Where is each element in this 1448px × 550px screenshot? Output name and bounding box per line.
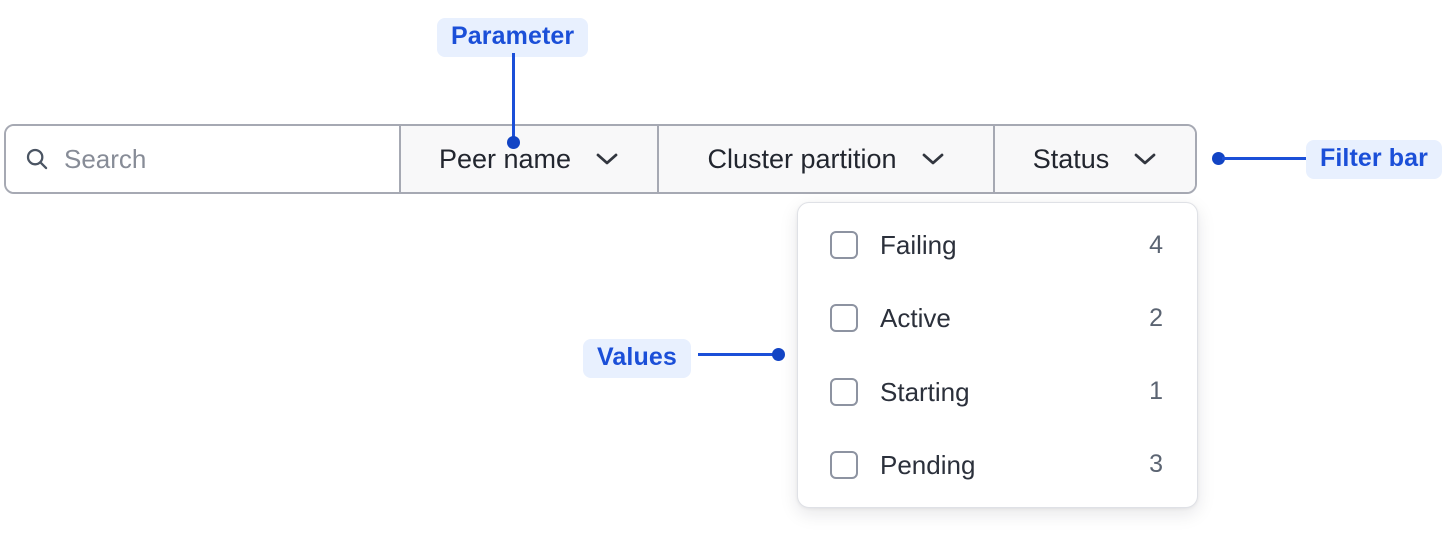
annotation-filter-bar-connector: [1222, 157, 1308, 160]
annotation-values-endpoint: [772, 348, 785, 361]
list-item-label: Pending: [880, 449, 976, 480]
annotation-parameter: Parameter: [437, 18, 589, 57]
list-item-count: 3: [1149, 450, 1163, 479]
search-input[interactable]: [64, 143, 364, 175]
checkbox-pending[interactable]: [830, 450, 858, 479]
list-item[interactable]: Pending 3: [830, 445, 1163, 485]
search-field[interactable]: [6, 126, 401, 192]
annotation-filter-bar: Filter bar: [1306, 140, 1442, 179]
dropdown-panel: Failing 4 Active 2 Starting 1 Pending 3: [797, 202, 1198, 508]
chevron-down-icon: [596, 153, 618, 165]
checkbox-failing[interactable]: [830, 231, 858, 259]
annotation-values-connector: [698, 353, 778, 356]
list-item-count: 2: [1149, 303, 1163, 332]
peer-name-dropdown-label: Peer name: [438, 143, 572, 174]
list-item[interactable]: Starting 1: [830, 372, 1163, 412]
checkbox-starting[interactable]: [830, 377, 858, 406]
list-item[interactable]: Failing 4: [830, 225, 1163, 265]
list-item-count: 4: [1149, 230, 1163, 259]
peer-name-dropdown[interactable]: Peer name: [401, 126, 659, 192]
list-item-count: 1: [1149, 377, 1163, 406]
list-item-label: Active: [880, 303, 951, 334]
annotation-filter-bar-endpoint: [1212, 152, 1225, 165]
filter-bar[interactable]: Peer name Cluster partition Status: [4, 124, 1197, 194]
list-item[interactable]: Active 2: [830, 298, 1163, 338]
cluster-partition-dropdown-label: Cluster partition: [707, 143, 897, 174]
annotation-values: Values: [583, 339, 691, 378]
annotation-parameter-endpoint: [507, 136, 520, 149]
annotation-parameter-connector: [512, 53, 515, 143]
chevron-down-icon: [1134, 153, 1156, 165]
status-dropdown-label: Status: [1032, 143, 1110, 174]
chevron-down-icon: [922, 153, 943, 165]
cluster-partition-dropdown[interactable]: Cluster partition: [659, 126, 995, 192]
list-item-label: Failing: [880, 230, 957, 260]
search-icon: [26, 148, 48, 170]
checkbox-active[interactable]: [830, 304, 858, 333]
status-dropdown[interactable]: Status: [995, 126, 1195, 192]
list-item-label: Starting: [880, 376, 970, 407]
